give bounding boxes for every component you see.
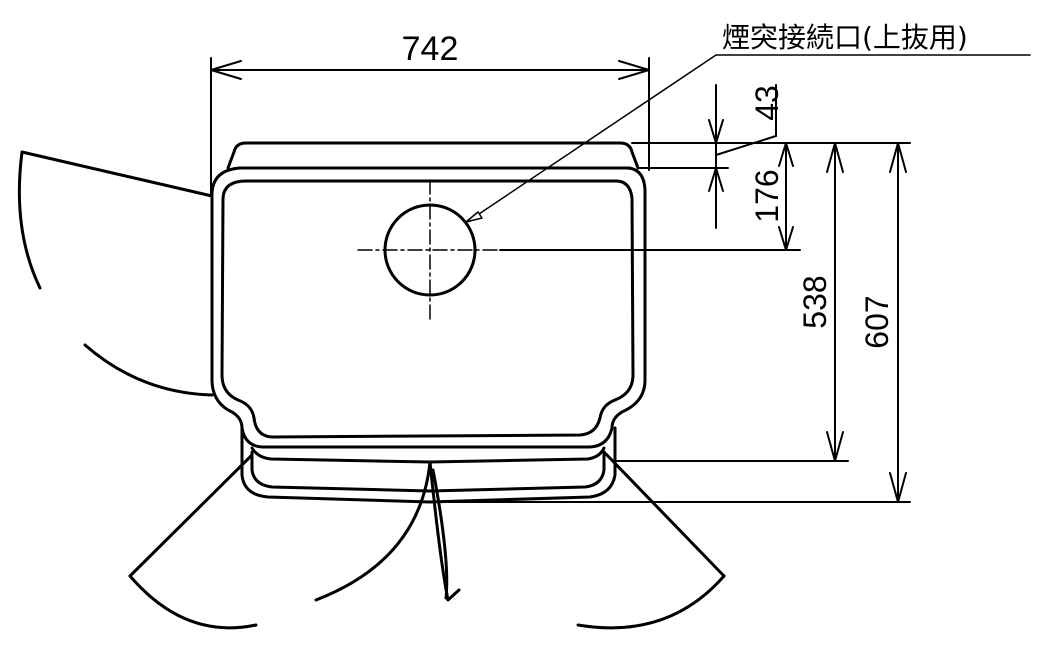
dimension-width [210,57,650,196]
rear-top-panel [226,141,640,170]
dimension-width-value: 742 [402,30,459,68]
left-door-swing [17,150,214,397]
dimension-607 [889,142,907,503]
dimension-43-value: 43 [749,85,785,121]
flue-connection-label: 煙突接続口(上抜用) [722,21,968,54]
dimension-176-value: 176 [749,169,785,222]
flue-centerlines [357,179,501,323]
bottom-door-swings [128,450,726,630]
dimension-538 [826,142,844,462]
dimension-607-value: 607 [859,295,895,348]
dimension-43 [708,84,777,229]
dimension-176 [778,142,794,251]
body-inner-outline [220,179,635,439]
body-outer-outline [210,166,647,449]
dimension-538-value: 538 [797,275,833,328]
dimension-extension-lines [429,142,911,503]
flue-leader-line [465,54,1031,223]
